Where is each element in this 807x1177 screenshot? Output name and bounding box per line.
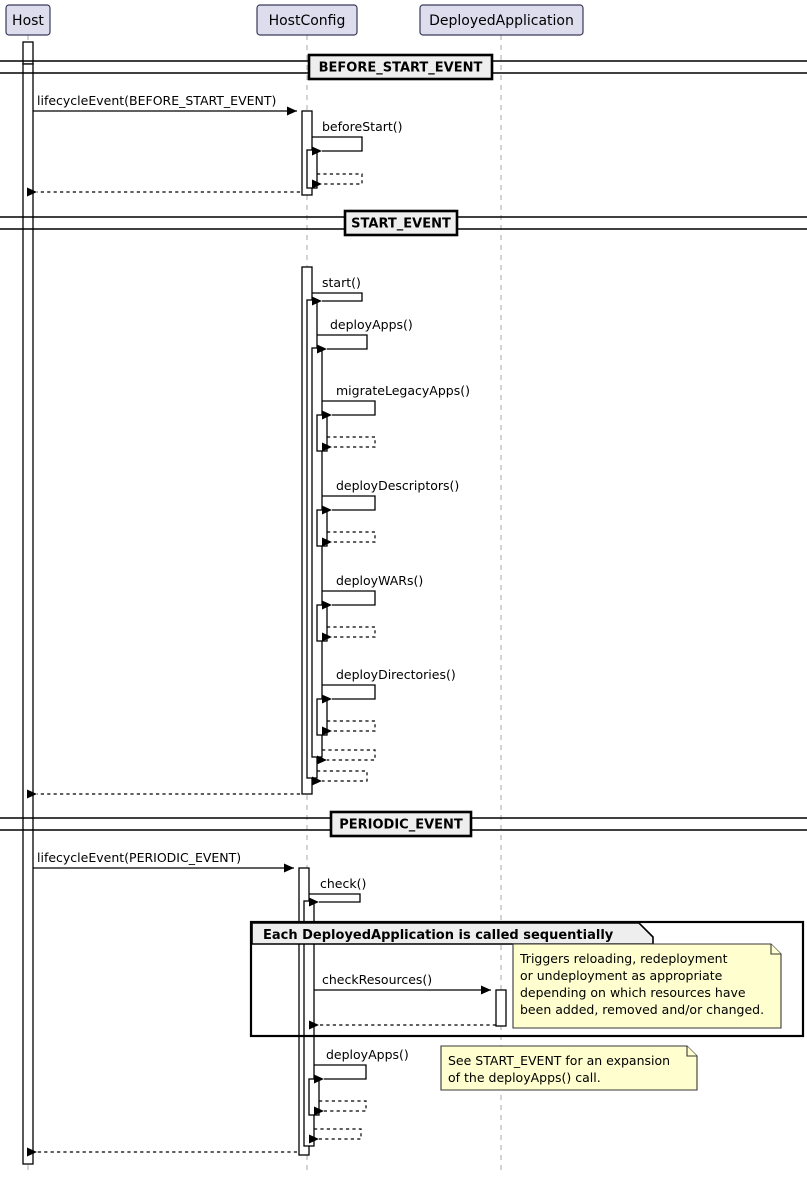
section-start-event: start() deployApps() migrateLegacyApps()… [27,266,470,799]
divider-before-start-event: BEFORE_START_EVENT [0,53,807,81]
message-return-start [312,770,368,786]
activation-host-main [22,63,34,1165]
message-return-deploydescriptors [322,531,376,547]
message-arrow-deployapps-start [317,334,368,354]
divider-periodic-event: PERIODIC_EVENT [0,810,807,838]
lifelines-layer [27,35,502,1172]
message-label-deploydescriptors: deployDescriptors() [336,478,459,493]
participant-host-label: Host [12,13,44,29]
activation-hostconfig-l4-deploydirectories [316,698,328,736]
divider-start-event: START_EVENT [0,209,807,237]
message-return-migratelegacyapps [322,436,376,452]
section-before-start-event: lifecycleEvent(BEFORE_START_EVENT) befor… [27,93,403,197]
group-each-deployedapplication: Each DeployedApplication is called seque… [249,920,805,1038]
message-label-checkresources: checkResources() [322,972,432,987]
group-each-deployedapplication-label: Each DeployedApplication is called seque… [263,928,614,943]
message-label-check: check() [320,876,366,891]
message-return-deployapps-start [317,749,376,765]
message-label-deploywars: deployWARs() [336,573,423,588]
note-checkresources: Triggers reloading, redeployment or unde… [512,943,782,1029]
participants-layer: Host HostConfig DeployedApplication [5,4,584,36]
participant-host[interactable]: Host [5,4,51,36]
activation-hostconfig-l4-migratelegacyapps [316,414,328,452]
participant-hostconfig-label: HostConfig [269,13,346,29]
participant-host-box[interactable] [5,4,51,36]
message-arrow-start [312,292,363,306]
message-label-beforestart: beforeStart() [322,119,403,134]
note-checkresources-fold [770,944,781,955]
message-label-deployapps-periodic: deployApps() [326,1047,409,1062]
note-checkresources-line-2: or undeployment as appropriate [520,968,723,983]
participant-deployedapplication-label: DeployedApplication [429,13,574,29]
section-periodic-event: lifecycleEvent(PERIODIC_EVENT) check() E… [27,850,805,1157]
activation-hostconfig-l3-deployapps-periodic [308,1078,320,1116]
message-arrow-deploydescriptors [322,495,376,515]
divider-periodic-event-box [329,810,473,838]
divider-periodic-event-label: PERIODIC_EVENT [339,818,463,833]
activation-bars-host [22,41,34,1165]
participant-deployedapplication-box[interactable] [419,4,584,36]
note-checkresources-line-3: depending on which resources have [520,985,746,1000]
message-return-deploydirectories [322,720,376,736]
note-deployapps: See START_EVENT for an expansion of the … [440,1045,698,1091]
message-label-lifecycleevent-periodic: lifecycleEvent(PERIODIC_EVENT) [37,850,241,865]
message-return-check [309,1128,362,1144]
note-checkresources-line-4: been added, removed and/or changed. [520,1002,764,1017]
activation-deployedapplication-checkresources [495,989,507,1027]
participant-deployedapplication[interactable]: DeployedApplication [419,4,584,36]
activation-hostconfig-l2-beforestart [306,149,318,189]
message-return-beforestart [312,173,363,189]
note-deployapps-fold [686,1046,697,1057]
divider-start-event-label: START_EVENT [351,217,451,232]
note-checkresources-line-1: Triggers reloading, redeployment [519,951,728,966]
activation-hostconfig-l4-deploywars [316,604,328,642]
activation-hostconfig-l3-deployapps [311,347,323,758]
message-arrow-beforestart [312,136,363,156]
group-each-deployedapplication-frame [249,920,805,1038]
note-checkresources-body [512,943,782,1029]
divider-before-start-event-label: BEFORE_START_EVENT [319,61,483,76]
divider-before-start-event-box [307,53,494,81]
message-label-lifecycleevent-before-start: lifecycleEvent(BEFORE_START_EVENT) [37,93,276,108]
note-deployapps-line-1: See START_EVENT for an expansion [448,1053,670,1068]
message-arrow-deploywars [322,590,376,610]
participant-hostconfig[interactable]: HostConfig [256,4,358,36]
message-label-start: start() [322,275,361,290]
message-arrow-deployapps-periodic [314,1064,367,1084]
activation-hostconfig-l4-deploydescriptors [316,509,328,547]
participant-hostconfig-box[interactable] [256,4,358,36]
group-each-deployedapplication-tab [251,922,654,945]
message-return-deploywars [322,626,376,642]
note-deployapps-body [440,1045,698,1091]
message-arrow-check [309,893,361,907]
note-deployapps-line-2: of the deployApps() call. [448,1070,601,1085]
message-label-migratelegacyapps: migrateLegacyApps() [336,383,470,398]
message-label-deploydirectories: deployDirectories() [336,667,456,682]
message-arrow-deploydirectories [322,684,376,704]
message-return-deployapps-periodic [314,1100,367,1116]
divider-start-event-box [343,209,459,237]
message-label-deployapps-start: deployApps() [330,317,413,332]
message-arrow-migratelegacyapps [322,400,376,420]
